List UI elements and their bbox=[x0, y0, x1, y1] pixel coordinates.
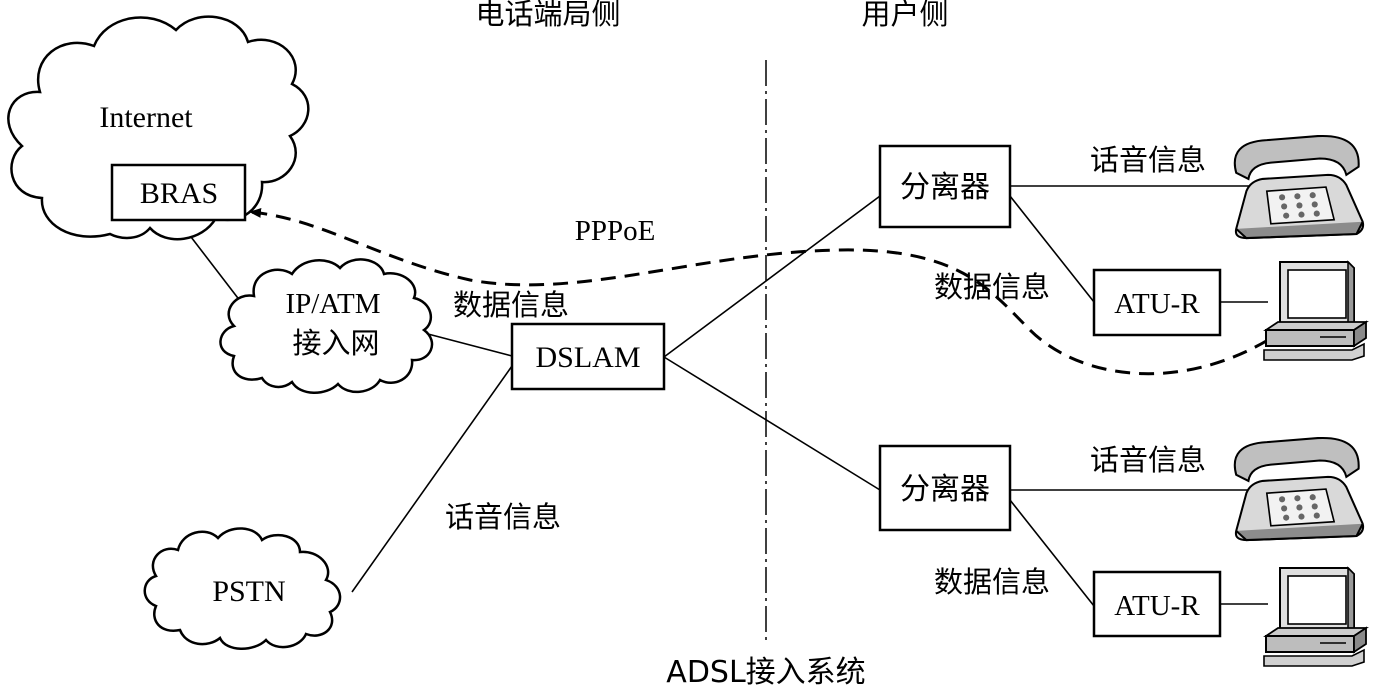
voice-info-top-label: 话音信息 bbox=[1090, 143, 1206, 177]
splitter-top-label: 分离器 bbox=[900, 170, 990, 205]
pstn-label: PSTN bbox=[212, 575, 285, 608]
internet-label: Internet bbox=[99, 101, 193, 134]
dslam-label: DSLAM bbox=[535, 341, 640, 374]
atu-r-bottom-label: ATU-R bbox=[1114, 590, 1200, 622]
data-info-bottom-label: 数据信息 bbox=[934, 565, 1050, 599]
splitter-bottom-label: 分离器 bbox=[900, 472, 990, 507]
exchange-side-header: 电话端局侧 bbox=[475, 0, 620, 31]
voice-info-left-label: 话音信息 bbox=[445, 500, 561, 534]
bras-box bbox=[110, 163, 247, 222]
atu-r-bottom-box bbox=[1092, 570, 1222, 638]
access-network-label: 接入网 bbox=[292, 326, 379, 360]
computer-icon bbox=[1263, 261, 1367, 361]
splitter-bottom-box bbox=[878, 444, 1012, 532]
diagram-caption: ADSL接入系统 bbox=[666, 655, 865, 689]
computer-icon bbox=[1263, 567, 1367, 667]
pppoe-path bbox=[249, 207, 1281, 376]
telephone-icon bbox=[1233, 436, 1365, 542]
user-side-header: 用户侧 bbox=[861, 0, 948, 31]
atu-r-top-label: ATU-R bbox=[1114, 288, 1200, 320]
telephone-icon bbox=[1233, 134, 1365, 240]
voice-info-bottom-label: 话音信息 bbox=[1090, 443, 1206, 477]
ip-atm-label: IP/ATM bbox=[285, 288, 380, 320]
bras-label: BRAS bbox=[140, 177, 218, 210]
connection-lines bbox=[177, 185, 1278, 607]
pppoe-label: PPPoE bbox=[575, 215, 656, 247]
data-info-top-label: 数据信息 bbox=[934, 270, 1050, 304]
pstn-cloud bbox=[143, 527, 342, 650]
data-info-left-label: 数据信息 bbox=[453, 288, 569, 322]
